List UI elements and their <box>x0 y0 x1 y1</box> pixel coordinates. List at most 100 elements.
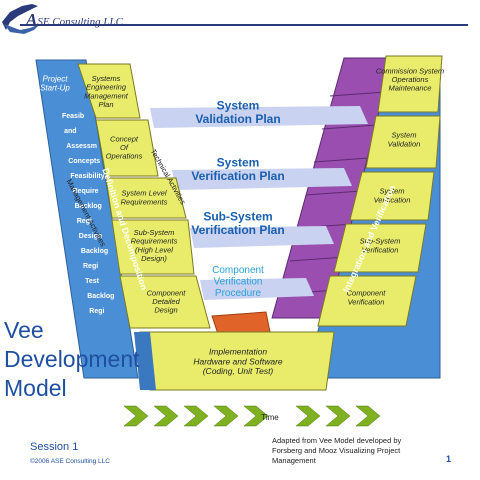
box-text: Design) <box>141 254 167 263</box>
panel-text: Project <box>43 75 69 84</box>
citation-text: Adapted from Vee Model developed by Fors… <box>272 436 402 465</box>
time-arrow-icon <box>325 405 351 427</box>
slide-title: Vee Development Model <box>4 316 140 403</box>
box-shape <box>333 223 427 273</box>
panel-fragment: Regi <box>83 263 98 270</box>
box-text: Sub-System <box>134 228 175 237</box>
header-rule <box>20 24 468 26</box>
box-text: Implementation <box>209 346 267 356</box>
box-text: System <box>391 131 416 140</box>
box-text: System <box>379 187 404 196</box>
panel-fragment: Backlog <box>75 203 102 210</box>
panel-fragment: Regi <box>77 218 92 225</box>
box-text: Concept <box>110 134 139 143</box>
time-arrow-icon <box>213 405 239 427</box>
box-text: Hardware and Software <box>193 356 283 366</box>
box-text: Operations <box>106 152 143 161</box>
plan-band <box>200 278 314 300</box>
box-shape <box>95 119 159 177</box>
panel-fragment: Feasib <box>62 113 84 120</box>
box-text: Plan <box>98 100 113 109</box>
box-shape <box>111 219 195 275</box>
box-text: Requirements <box>121 197 168 206</box>
plan-text: Procedure <box>215 288 262 299</box>
plan-text: Sub-System <box>203 209 272 223</box>
panel-fragment: and <box>64 128 76 135</box>
box-shape <box>377 55 443 113</box>
plan-text: Validation Plan <box>195 112 280 126</box>
box-shape <box>105 177 187 219</box>
strip-divider <box>321 124 378 130</box>
panel-fragment: Design <box>79 233 102 240</box>
box-text: (High Level <box>135 245 173 254</box>
plan-band <box>190 226 334 248</box>
title-line: Development <box>4 346 140 372</box>
plan-band <box>172 168 352 190</box>
company-logo: ASE Consulting LLC <box>0 0 480 44</box>
box-text: Verification <box>348 297 385 306</box>
plan-text: System <box>217 98 260 112</box>
left-panel-fragments: FeasibandAssessmConceptsFeasibilityRequi… <box>62 113 114 315</box>
panel-fragment: Regi <box>89 308 104 315</box>
title-line: Vee <box>4 317 44 343</box>
panel-fragment: Backlog <box>87 293 114 300</box>
time-arrow-icon <box>123 405 149 427</box>
box-text: Commission System <box>376 66 444 75</box>
time-arrow-icon <box>355 405 381 427</box>
box-text: Detailed <box>152 297 180 306</box>
plan-text: Verification Plan <box>191 169 284 183</box>
box-text: Maintenance <box>389 84 432 93</box>
time-arrow-icon <box>295 405 321 427</box>
strip-divider <box>313 157 370 163</box>
panel-text: Start-Up <box>40 84 70 93</box>
box-text: Design <box>154 306 177 315</box>
strip-divider <box>329 91 386 97</box>
box-text: Component <box>147 288 187 297</box>
box-text: Systems <box>92 74 121 83</box>
plan-text: Verification Plan <box>191 223 284 237</box>
box-text: Sub-System <box>360 237 401 246</box>
session-label: Session 1 <box>30 441 79 453</box>
box-text: Operations <box>392 75 429 84</box>
panel-fragment: Require <box>73 188 99 195</box>
box-shape <box>349 171 435 221</box>
box-text: System Level <box>121 189 166 198</box>
plan-text: System <box>217 155 260 169</box>
time-arrow-icon <box>183 405 209 427</box>
box-text: Verification <box>362 245 399 254</box>
box-shape <box>77 63 141 119</box>
panel-fragment: Test <box>85 278 100 285</box>
panel-fragment: Backlog <box>81 248 108 255</box>
box-shape <box>365 115 441 169</box>
box-shape <box>317 275 417 327</box>
time-label: Time <box>261 413 279 422</box>
box-text: Validation <box>388 139 421 148</box>
panel-fragment: Feasibility <box>70 173 104 180</box>
logo-swoosh-icon <box>2 4 40 34</box>
panel-fragment: Concepts <box>68 158 100 165</box>
box-text: Component <box>347 289 387 298</box>
box-text: Engineering <box>86 83 127 92</box>
box-text: Verification <box>374 195 411 204</box>
page-number: 1 <box>446 454 452 464</box>
strip-divider <box>289 256 346 262</box>
box-text: Management <box>84 91 129 100</box>
time-arrow-icon <box>153 405 179 427</box>
strip-divider <box>305 190 362 196</box>
